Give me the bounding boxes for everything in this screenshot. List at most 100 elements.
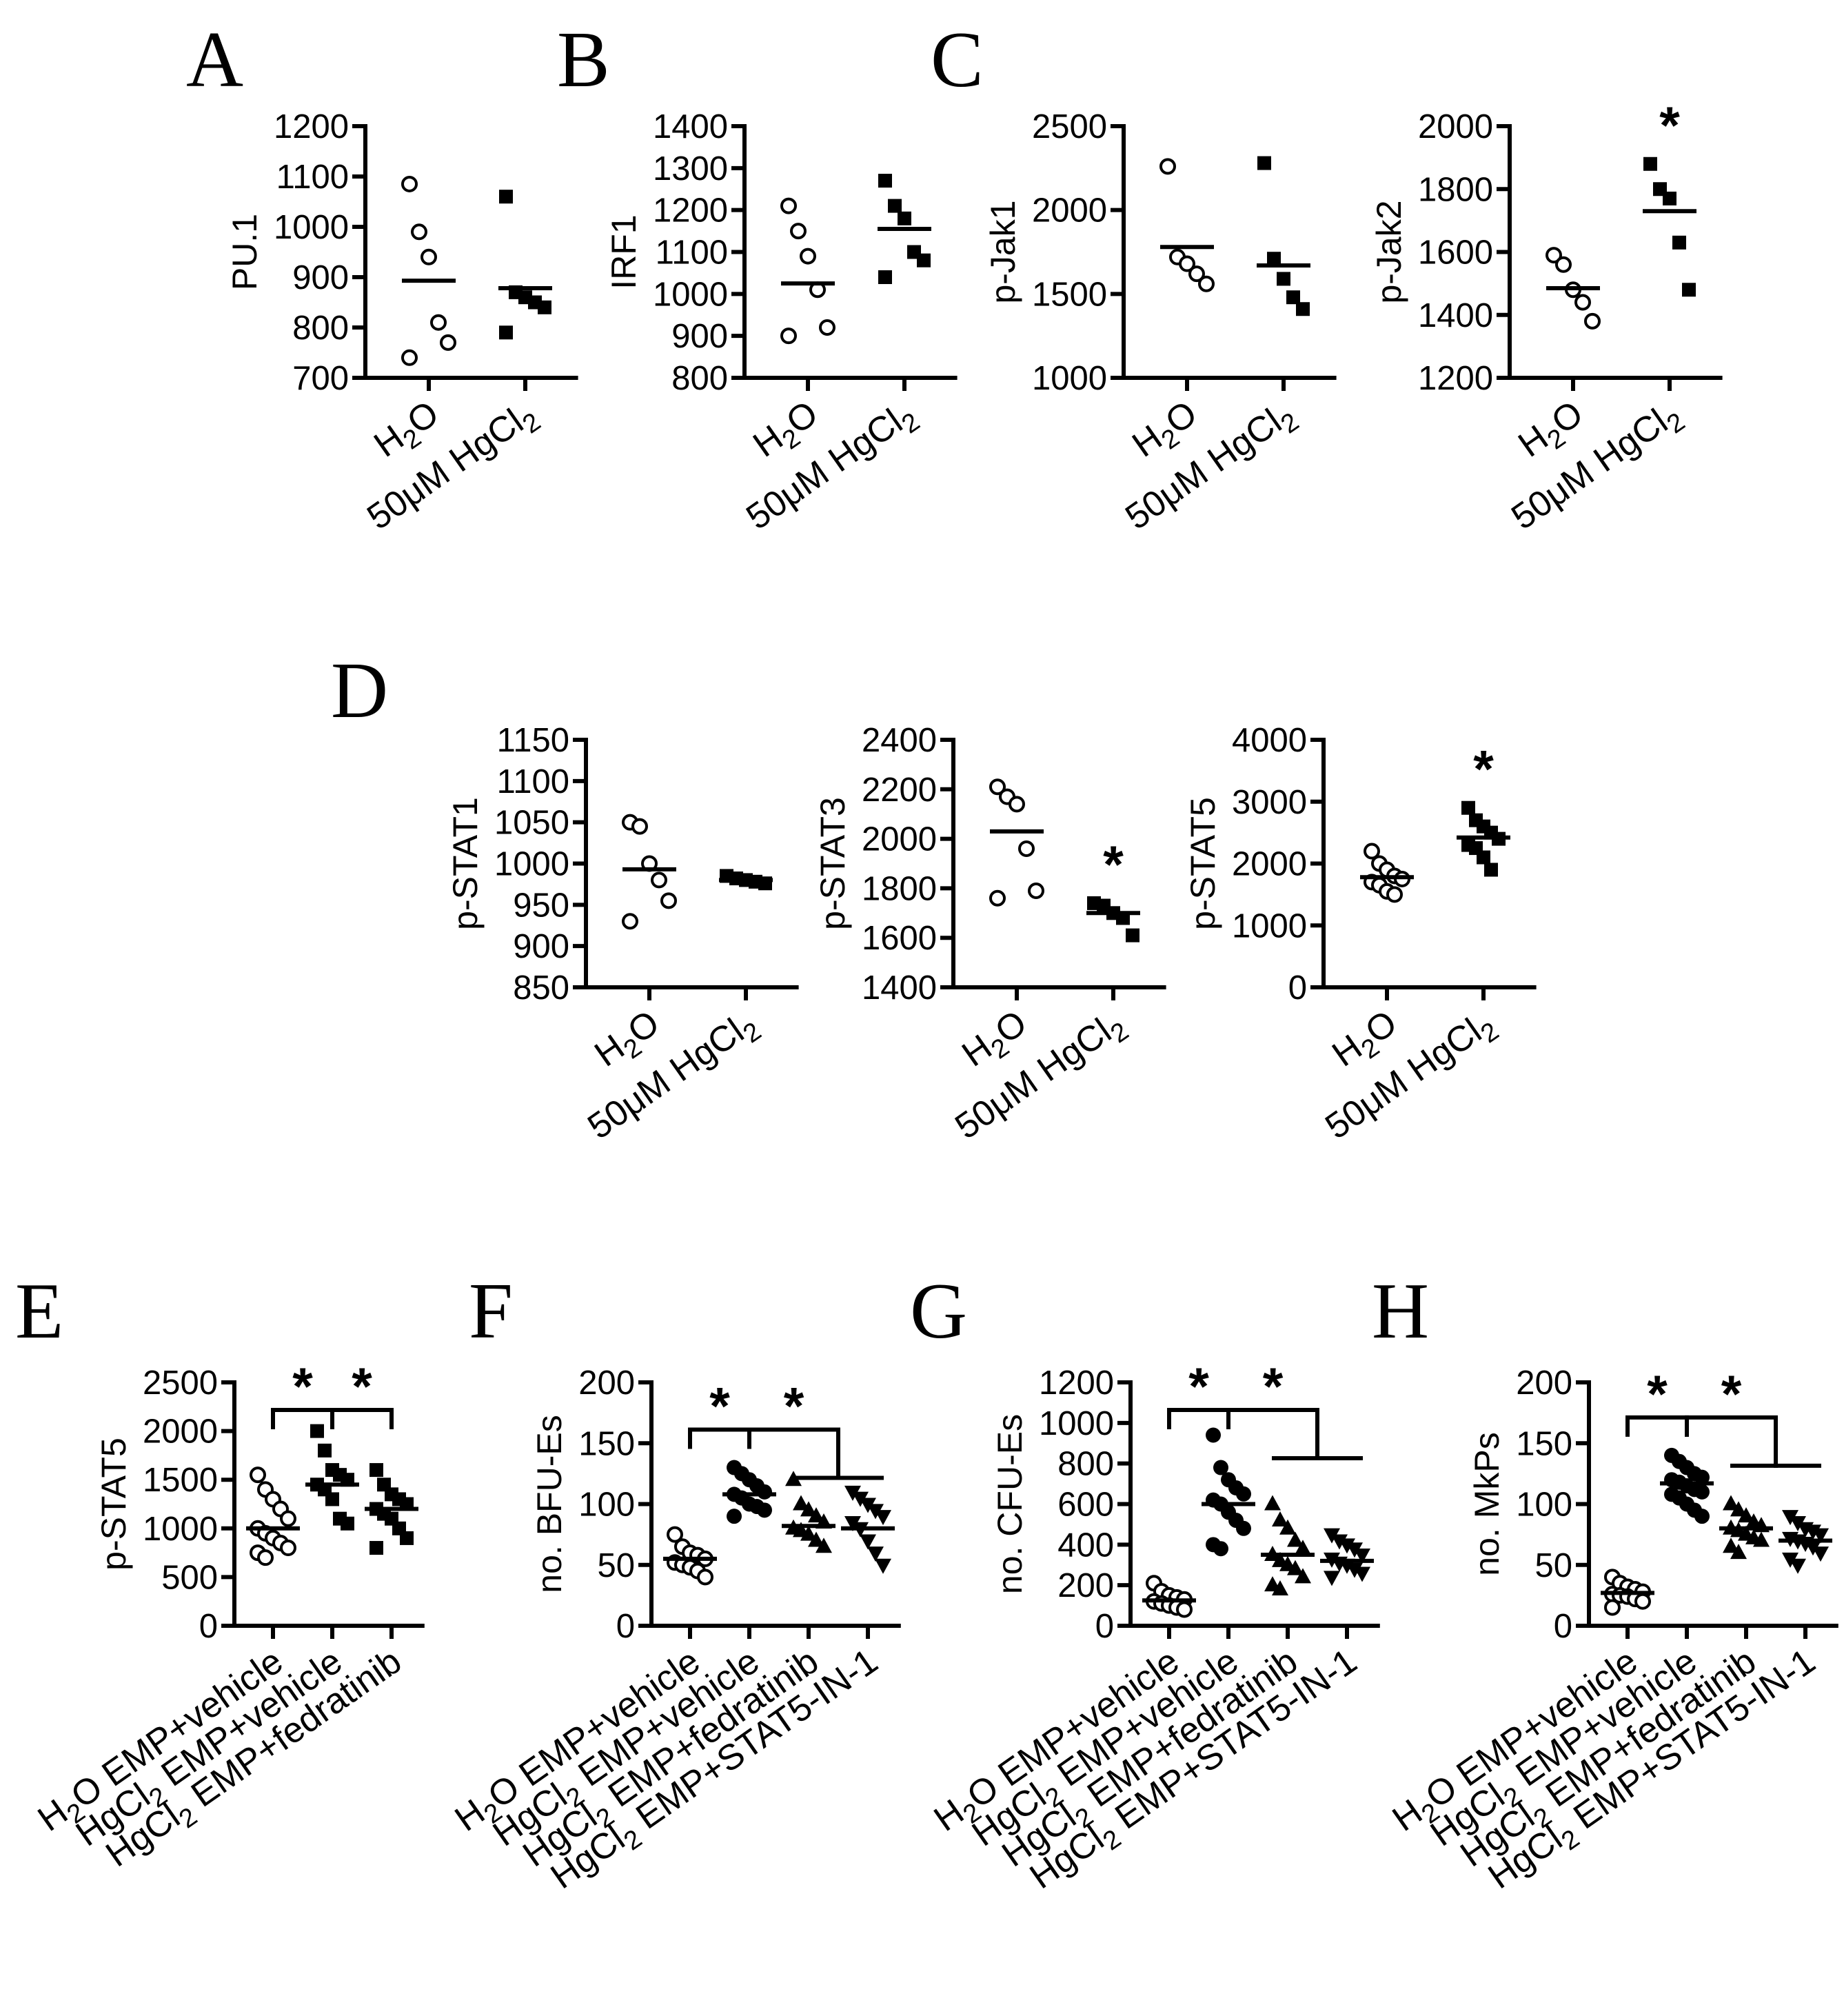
data-point <box>411 223 427 241</box>
data-point <box>793 1495 809 1511</box>
y-tick-label: 850 <box>513 969 569 1007</box>
y-tick-label: 900 <box>292 259 349 296</box>
y-tick-label: 1200 <box>1039 1364 1114 1402</box>
data-point <box>878 270 892 284</box>
y-tick-label: 2400 <box>862 722 937 759</box>
data-point <box>875 1510 891 1526</box>
data-point <box>257 1549 274 1566</box>
data-point <box>1267 252 1281 266</box>
y-tick-label: 1300 <box>653 150 728 188</box>
significance-bracket <box>330 1408 394 1429</box>
data-point <box>1672 235 1686 250</box>
significance-bracket <box>1226 1408 1319 1460</box>
data-point <box>250 1466 266 1484</box>
data-point <box>1643 157 1657 171</box>
y-tick-label: 950 <box>513 887 569 924</box>
y-tick-label: 1000 <box>494 846 569 883</box>
data-point <box>800 248 816 265</box>
data-point <box>667 1526 683 1543</box>
data-point <box>1324 1571 1340 1586</box>
x-category-label: 50μM HgCl2 <box>948 1002 1134 1152</box>
data-point <box>1584 312 1601 330</box>
data-point <box>1386 886 1403 903</box>
y-tick-label: 3000 <box>1232 784 1307 821</box>
y-tick-label: 200 <box>578 1364 635 1402</box>
data-point <box>1812 1546 1829 1562</box>
data-point <box>1574 294 1591 311</box>
significance-star: * <box>1647 1365 1668 1424</box>
data-point <box>1604 1599 1621 1616</box>
data-point <box>1236 1486 1251 1502</box>
y-tick-label: 150 <box>578 1425 635 1462</box>
y-axis-label: IRF1 <box>605 214 643 289</box>
data-point <box>369 1463 383 1478</box>
data-point <box>1694 1469 1710 1485</box>
y-tick-label: 1000 <box>1232 907 1307 945</box>
data-point <box>318 1443 332 1458</box>
data-point <box>401 175 418 192</box>
y-tick-label: 1000 <box>1039 1405 1114 1442</box>
y-tick-label: 1000 <box>143 1511 218 1548</box>
y-tick-label: 0 <box>616 1608 635 1645</box>
data-point <box>430 314 447 331</box>
data-point <box>1028 882 1044 899</box>
significance-star: * <box>709 1378 730 1436</box>
y-axis-label: p-STAT5 <box>1184 797 1222 930</box>
data-point <box>867 1504 884 1520</box>
data-point <box>1286 290 1300 305</box>
data-point <box>280 1540 296 1557</box>
data-point <box>875 1558 891 1574</box>
data-point <box>660 892 677 909</box>
data-point <box>800 1501 817 1517</box>
data-point <box>1812 1528 1829 1544</box>
significance-star: * <box>1721 1365 1742 1424</box>
data-point <box>499 325 513 340</box>
x-category-label: 50μM HgCl2 <box>739 393 925 543</box>
y-tick-label: 2000 <box>1232 846 1307 883</box>
y-tick-label: 2500 <box>143 1364 218 1402</box>
y-tick-label: 200 <box>1516 1364 1572 1402</box>
y-tick-label: 1100 <box>497 763 569 800</box>
y-axis-label: p-STAT3 <box>813 797 852 930</box>
y-axis-label: no. BFU-Es <box>530 1415 569 1593</box>
data-point <box>1206 1427 1221 1443</box>
data-point <box>1805 1540 1821 1556</box>
y-tick-label: 0 <box>1095 1608 1114 1645</box>
panel-label-e: E <box>15 1267 63 1355</box>
y-axis-label: no. CFU-Es <box>991 1414 1029 1594</box>
x-category-label: 50μM HgCl2 <box>360 393 546 543</box>
data-point <box>860 1498 876 1513</box>
y-tick-label: 1600 <box>862 920 937 957</box>
significance-star: * <box>1188 1358 1209 1416</box>
data-point <box>1634 1593 1651 1610</box>
data-point <box>1354 1566 1370 1582</box>
y-tick-label: 800 <box>1057 1446 1114 1483</box>
significance-star: * <box>1263 1358 1284 1416</box>
data-point <box>369 1541 383 1555</box>
y-tick-label: 800 <box>671 360 728 397</box>
data-point <box>727 1509 742 1524</box>
data-point <box>1782 1510 1799 1526</box>
data-point <box>1009 796 1025 813</box>
y-tick-label: 1600 <box>1418 234 1493 272</box>
y-tick-label: 1050 <box>494 805 569 842</box>
y-tick-label: 800 <box>292 310 349 347</box>
y-tick-label: 1400 <box>862 969 937 1007</box>
y-tick-label: 150 <box>1516 1425 1572 1462</box>
y-tick-label: 400 <box>1057 1526 1114 1564</box>
y-tick-label: 1150 <box>497 722 569 759</box>
data-point <box>1346 1562 1363 1578</box>
y-tick-label: 4000 <box>1232 722 1307 759</box>
data-point <box>1198 275 1215 292</box>
y-tick-label: 900 <box>671 318 728 355</box>
data-point <box>800 1525 817 1541</box>
y-tick-label: 2000 <box>143 1413 218 1451</box>
